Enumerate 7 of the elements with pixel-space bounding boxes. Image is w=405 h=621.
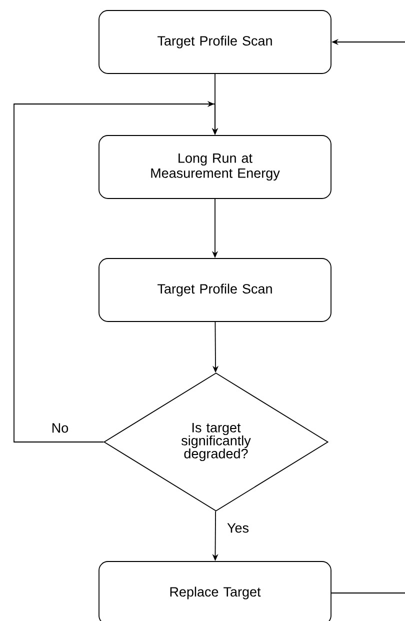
edge-label: No xyxy=(50,422,70,434)
process-box: Target Profile Scan xyxy=(98,258,332,322)
process-box: Replace Target xyxy=(98,561,332,621)
arrow xyxy=(14,100,218,442)
process-box: Target Profile Scan xyxy=(98,10,332,74)
process-box: Long Run at Measurement Energy xyxy=(98,135,332,199)
edge-label: Yes xyxy=(226,522,250,534)
